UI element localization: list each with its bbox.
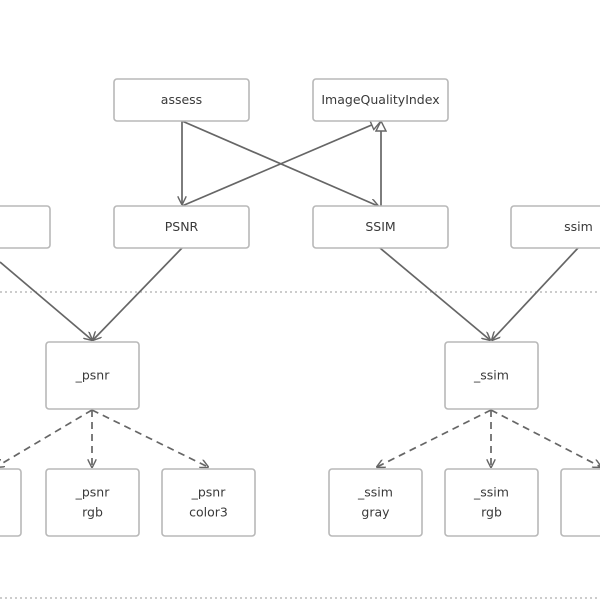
node-label: _psnr (191, 485, 227, 500)
edge-ssim-private-to-ssim-gray (377, 409, 492, 467)
edge-psnr-class-to-image-quality-index (181, 121, 381, 207)
node-psnr-private[interactable]: _psnr (45, 341, 140, 410)
node-label: rgb (82, 505, 103, 520)
node-box (161, 468, 256, 537)
node-label: _ssim (357, 485, 393, 500)
node-image-quality-index[interactable]: ImageQualityIndex (312, 78, 449, 122)
node-box (328, 468, 423, 537)
edge-psnr-private-to-psnr-left-cut (0, 409, 93, 467)
node-box (444, 468, 539, 537)
node-box (560, 468, 600, 537)
node-box (45, 468, 140, 537)
node-label: _ssim (473, 368, 509, 383)
node-box (444, 341, 539, 410)
node-label: ssim (564, 219, 593, 234)
node-ssim-class[interactable]: SSIM (312, 205, 449, 249)
node-label: assess (161, 92, 202, 107)
node-label: ImageQualityIndex (321, 92, 439, 107)
edge-ssim-func-to-ssim-private (492, 247, 579, 340)
node-psnr-class[interactable]: PSNR (113, 205, 250, 249)
node-label: _psnr (75, 368, 111, 383)
node-box (45, 341, 140, 410)
edge-ssim-class-to-ssim-private (379, 247, 490, 340)
node-box (312, 205, 449, 249)
edge-left-cut-top-to-psnr-private (0, 261, 92, 340)
node-box (0, 468, 22, 537)
edge-psnr-private-to-psnr-color3 (91, 409, 208, 467)
node-assess[interactable]: assess (113, 78, 250, 122)
node-label: _ssim (473, 485, 509, 500)
node-label: rgb (481, 505, 502, 520)
edge-psnr-class-to-psnr-private (93, 247, 183, 340)
node-box (510, 205, 600, 249)
node-ssim-private[interactable]: _ssim (444, 341, 539, 410)
node-label: color3 (189, 505, 228, 520)
node-label: gray (361, 505, 390, 520)
node-left-cut-top[interactable] (0, 205, 51, 249)
edges (0, 121, 600, 467)
node-ssim-func[interactable]: ssim (510, 205, 600, 249)
node-box (113, 205, 250, 249)
node-psnr-color3[interactable]: _psnr color3 (161, 468, 256, 537)
edge-ssim-private-to-ssim-right-cut (490, 409, 600, 467)
node-ssim-right-cut[interactable]: _sco (560, 468, 600, 537)
node-label: _psnr (75, 485, 111, 500)
node-psnr-left-cut[interactable] (0, 468, 22, 537)
node-box (113, 78, 250, 122)
node-label: PSNR (165, 219, 199, 234)
node-label: SSIM (365, 219, 395, 234)
node-box (312, 78, 449, 122)
node-box (0, 205, 51, 249)
